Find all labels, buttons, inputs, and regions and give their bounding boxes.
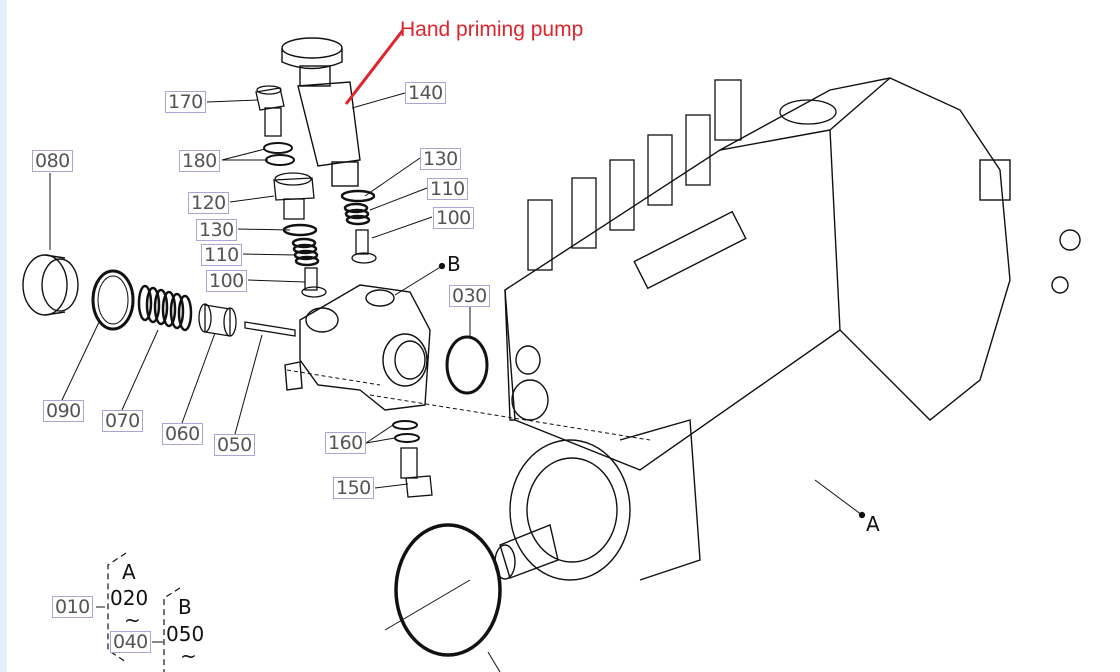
sleeve-060 bbox=[198, 303, 237, 337]
valve-100a bbox=[351, 229, 377, 264]
banjo-bolt-150 bbox=[400, 447, 433, 498]
group-a-tilde: ~ bbox=[124, 608, 141, 632]
group-b-letter: B bbox=[178, 595, 192, 619]
marker-a-label: A bbox=[866, 512, 880, 536]
o-ring-130a bbox=[340, 189, 376, 203]
hand-priming-pump-annotation: Hand priming pump bbox=[400, 18, 584, 41]
part-label-110[interactable]: 110 bbox=[201, 244, 242, 266]
group-b-tilde: ~ bbox=[180, 644, 197, 668]
part-label-070[interactable]: 070 bbox=[102, 410, 143, 432]
annotation-arrow bbox=[344, 29, 405, 105]
valve-100b bbox=[301, 267, 327, 298]
part-label-010[interactable]: 010 bbox=[52, 596, 93, 618]
part-label-120[interactable]: 120 bbox=[188, 192, 229, 214]
part-label-100[interactable]: 100 bbox=[433, 207, 474, 229]
group-b-from: 050 bbox=[166, 622, 205, 646]
washer-180b bbox=[265, 154, 295, 166]
o-ring-130b bbox=[282, 223, 318, 237]
injection-pump-body bbox=[494, 77, 1081, 581]
part-label-140[interactable]: 140 bbox=[405, 82, 446, 104]
part-label-110[interactable]: 110 bbox=[427, 178, 468, 200]
o-ring-090 bbox=[91, 269, 135, 331]
banjo-bolt-170 bbox=[255, 85, 285, 137]
marker-a-dot bbox=[858, 511, 866, 519]
part-label-130[interactable]: 130 bbox=[196, 219, 237, 241]
part-label-050[interactable]: 050 bbox=[214, 434, 255, 456]
part-label-100[interactable]: 100 bbox=[206, 270, 247, 292]
group-a-letter: A bbox=[122, 560, 136, 584]
part-label-170[interactable]: 170 bbox=[165, 91, 206, 113]
washer-160a bbox=[392, 420, 418, 430]
group-a-from: 020 bbox=[110, 586, 149, 610]
o-ring-010 bbox=[394, 523, 502, 657]
part-label-080[interactable]: 080 bbox=[32, 150, 73, 172]
cap-080 bbox=[22, 254, 79, 316]
delivery-valve-holders bbox=[527, 79, 837, 271]
fitting-120 bbox=[273, 172, 315, 220]
feed-pump-body bbox=[284, 284, 431, 411]
part-label-180[interactable]: 180 bbox=[179, 150, 220, 172]
left-edge-strip bbox=[0, 0, 7, 672]
part-label-150[interactable]: 150 bbox=[333, 477, 374, 499]
part-label-090[interactable]: 090 bbox=[43, 400, 84, 422]
group-brackets bbox=[107, 552, 181, 672]
part-label-130[interactable]: 130 bbox=[420, 148, 461, 170]
washer-180a bbox=[263, 142, 293, 154]
part-label-040[interactable]: 040 bbox=[110, 631, 151, 653]
marker-b-label: B bbox=[447, 252, 461, 276]
part-label-160[interactable]: 160 bbox=[325, 432, 366, 454]
pin-050 bbox=[244, 321, 296, 337]
hand-priming-pump-140 bbox=[281, 37, 361, 187]
part-label-060[interactable]: 060 bbox=[162, 423, 203, 445]
leader-lines bbox=[49, 92, 863, 643]
marker-b-dot bbox=[438, 262, 446, 270]
spring-110a bbox=[343, 202, 371, 226]
o-ring-030 bbox=[445, 335, 489, 395]
part-label-030[interactable]: 030 bbox=[449, 285, 490, 307]
spring-070 bbox=[137, 284, 193, 332]
spring-110b bbox=[291, 237, 320, 267]
washer-160b bbox=[394, 433, 420, 443]
